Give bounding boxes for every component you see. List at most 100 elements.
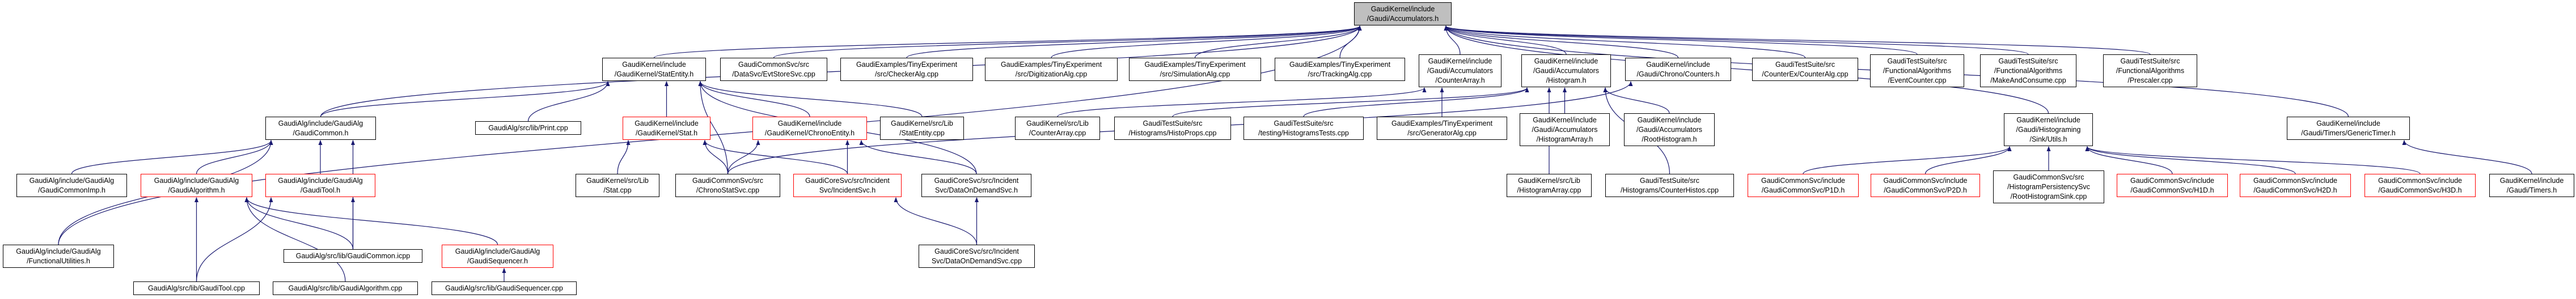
edge-chronostatsvc_cpp-to-chronoentity_h	[727, 140, 760, 174]
graph-node-histoprops_cpp[interactable]: GaudiTestSuite/src/Histograms/HistoProps…	[1114, 117, 1231, 140]
node-label-line: GaudiKernel/src/Lib	[1026, 119, 1089, 127]
node-label-line: /GaudiTool.h	[300, 186, 341, 194]
node-label-line: GaudiAlg/include/GaudiAlg	[29, 177, 115, 185]
node-label-line: /FunctionalAlgorithms	[1883, 67, 1952, 75]
graph-node-counterarray_h[interactable]: GaudiKernel/include/Gaudi/Accumulators/C…	[1419, 54, 1501, 87]
node-label-line: GaudiCommonSvc/include	[2378, 177, 2462, 185]
graph-node-counteralg_cpp[interactable]: GaudiTestSuite/src/CounterEx/CounterAlg.…	[1752, 58, 1858, 81]
graph-node-functionalutilities_h[interactable]: GaudiAlg/include/GaudiAlg/FunctionalUtil…	[3, 245, 114, 268]
graph-node-stat_h[interactable]: GaudiKernel/include/GaudiKernel/Stat.h	[623, 117, 710, 140]
graph-node-prescaler_cpp[interactable]: GaudiTestSuite/src/FunctionalAlgorithms/…	[2103, 54, 2197, 87]
graph-node-p2d_h[interactable]: GaudiCommonSvc/include/GaudiCommonSvc/P2…	[1871, 174, 1980, 197]
graph-node-p1d_h[interactable]: GaudiCommonSvc/include/GaudiCommonSvc/P1…	[1748, 174, 1859, 197]
node-label-line: GaudiAlg/src/lib/Print.cpp	[488, 124, 568, 132]
node-label-line: GaudiKernel/include	[1533, 116, 1597, 124]
edge-p2d_h-to-sinkutils_h	[1924, 146, 2012, 174]
graph-node-gaudicommonimp_h[interactable]: GaudiAlg/include/GaudiAlg/GaudiCommonImp…	[16, 174, 127, 197]
graph-node-gaudialgorithm_h[interactable]: GaudiAlg/include/GaudiAlg/GaudiAlgorithm…	[141, 174, 252, 197]
graph-node-counterhistos_cpp[interactable]: GaudiTestSuite/src/Histograms/CounterHis…	[1605, 174, 1734, 197]
graph-node-gaudisequencer_cpp[interactable]: GaudiAlg/src/lib/GaudiSequencer.cpp	[432, 281, 577, 295]
node-label-line: /Gaudi/Timers.h	[2506, 186, 2557, 194]
node-label-line: /GaudiKernel/Stat.h	[635, 129, 698, 137]
graph-node-counterarray_cpp[interactable]: GaudiKernel/src/Lib/CounterArray.cpp	[1015, 117, 1100, 140]
graph-node-gaudicommon_h[interactable]: GaudiAlg/include/GaudiAlg/GaudiCommon.h	[265, 117, 376, 140]
node-label-line: GaudiExamples/TinyExperiment	[856, 61, 958, 69]
edge-evtstoresvc_cpp-to-accumulators_h	[773, 25, 1362, 58]
node-label-line: /MakeAndConsume.cpp	[1990, 76, 2066, 84]
graph-node-h1d_h[interactable]: GaudiCommonSvc/include/GaudiCommonSvc/H1…	[2117, 174, 2228, 197]
graph-node-h3d_h[interactable]: GaudiCommonSvc/include/GaudiCommonSvc/H3…	[2364, 174, 2476, 197]
graph-node-statentity_h[interactable]: GaudiKernel/include/GaudiKernel/StatEnti…	[602, 58, 706, 81]
graph-node-generatoralg_cpp[interactable]: GaudiExamples/TinyExperiment/src/Generat…	[1377, 117, 1507, 140]
node-label-line: GaudiExamples/TinyExperiment	[1144, 61, 1246, 69]
node-label-line: /HistogramPersistencySvc	[2007, 183, 2090, 191]
graph-node-digitizationalg_cpp[interactable]: GaudiExamples/TinyExperiment/src/Digitiz…	[985, 58, 1118, 81]
graph-node-roothistogram_h[interactable]: GaudiKernel/include/Gaudi/Accumulators/R…	[1624, 113, 1715, 146]
graph-node-gauditool_h[interactable]: GaudiAlg/include/GaudiAlg/GaudiTool.h	[265, 174, 375, 197]
graph-node-makeandconsume_cpp[interactable]: GaudiTestSuite/src/FunctionalAlgorithms/…	[1980, 54, 2076, 87]
node-label-line: Svc/IncidentSvc.h	[819, 186, 876, 194]
node-label-line: /RootHistogram.h	[1642, 135, 1697, 143]
node-label-line: Svc/DataOnDemandSvc.h	[935, 186, 1018, 194]
node-label-line: /StatEntity.cpp	[899, 129, 945, 137]
node-label-line: GaudiExamples/TinyExperiment	[1289, 61, 1391, 69]
graph-node-gaudisequencer_h[interactable]: GaudiAlg/include/GaudiAlg/GaudiSequencer…	[442, 245, 553, 268]
node-label-line: /GaudiCommonSvc/H1D.h	[2130, 186, 2214, 194]
node-label-line: /src/TrackingAlg.cpp	[1308, 70, 1372, 78]
node-label-line: /FunctionalAlgorithms	[2116, 67, 2185, 75]
graph-node-statentity_cpp[interactable]: GaudiKernel/src/Lib/StatEntity.cpp	[880, 117, 964, 140]
graph-node-eventcounter_cpp[interactable]: GaudiTestSuite/src/FunctionalAlgorithms/…	[1870, 54, 1964, 87]
edge-chronoentity_h-to-statentity_h	[698, 81, 810, 117]
edge-gaudisequencer_h-to-gaudialgorithm_h	[244, 197, 498, 245]
node-label-line: GaudiCommonSvc/include	[2253, 177, 2337, 185]
node-label-line: /src/DigitizationAlg.cpp	[1015, 70, 1088, 78]
graph-node-chronoentity_h[interactable]: GaudiKernel/include/GaudiKernel/ChronoEn…	[752, 117, 867, 140]
node-label-line: GaudiKernel/include	[1371, 5, 1435, 13]
graph-node-timers_h[interactable]: GaudiKernel/include/Gaudi/Timers.h	[2489, 174, 2574, 197]
edge-print_cpp-to-statentity_h	[527, 81, 610, 122]
node-label-line: /FunctionalAlgorithms	[1994, 67, 2063, 75]
graph-node-simulationalg_cpp[interactable]: GaudiExamples/TinyExperiment/src/Simulat…	[1129, 58, 1261, 81]
graph-node-print_cpp[interactable]: GaudiAlg/src/lib/Print.cpp	[475, 121, 581, 135]
edge-prescaler_cpp-to-accumulators_h	[1444, 25, 2151, 55]
graph-node-trackingalg_cpp[interactable]: GaudiExamples/TinyExperiment/src/Trackin…	[1275, 58, 1405, 81]
graph-node-sinkutils_h[interactable]: GaudiKernel/include/Gaudi/Histograming/S…	[2004, 113, 2093, 146]
node-label-line: GaudiKernel/include	[2499, 177, 2564, 185]
edge-dataondemandsvc_cpp-to-incidentsvc_h	[894, 197, 978, 245]
graph-node-gaudialgorithm_cpp[interactable]: GaudiAlg/src/lib/GaudiAlgorithm.cpp	[273, 281, 418, 295]
edge-counteralg_cpp-to-accumulators_h	[1444, 25, 1806, 58]
node-label-line: /ChronoStatSvc.cpp	[696, 186, 760, 194]
graph-node-roothistogramsink_cpp[interactable]: GaudiCommonSvc/src/HistogramPersistencyS…	[1993, 170, 2104, 203]
node-label-line: /CounterArray.h	[1435, 76, 1485, 84]
graph-node-generictimer_h[interactable]: GaudiKernel/include/Gaudi/Timers/Generic…	[2287, 117, 2410, 140]
graph-node-gauditool_cpp[interactable]: GaudiAlg/src/lib/GaudiTool.cpp	[133, 281, 260, 295]
graph-node-evtstoresvc_cpp[interactable]: GaudiCommonSvc/src/DataSvc/EvtStoreSvc.c…	[720, 58, 827, 81]
graph-node-histogramarray_h[interactable]: GaudiKernel/include/Gaudi/Accumulators/H…	[1520, 113, 1610, 146]
node-label-line: /HistogramArray.h	[1536, 135, 1593, 143]
node-label-line: GaudiTestSuite/src	[2120, 57, 2180, 65]
edge-statentity_h-to-accumulators_h	[653, 25, 1362, 58]
graph-node-h2d_h[interactable]: GaudiCommonSvc/include/GaudiCommonSvc/H2…	[2240, 174, 2351, 197]
graph-node-histogramarray_cpp[interactable]: GaudiKernel/src/Lib/HistogramArray.cpp	[1507, 174, 1592, 197]
node-label-line: /Histograms/HistoProps.cpp	[1128, 129, 1217, 137]
graph-node-chronocounters_h[interactable]: GaudiKernel/include/Gaudi/Chrono/Counter…	[1625, 58, 1731, 81]
graph-node-stat_cpp[interactable]: GaudiKernel/src/Lib/Stat.cpp	[576, 174, 659, 197]
node-label-line: GaudiAlg/include/GaudiAlg	[278, 119, 363, 127]
node-label-line: GaudiTestSuite/src	[1775, 61, 1835, 69]
node-label-line: GaudiCommonSvc/include	[1883, 177, 1968, 185]
edge-gaudialgorithm_cpp-to-gaudialgorithm_h	[244, 197, 346, 282]
edge-gaudialgorithm_h-to-gaudicommon_h	[196, 140, 273, 174]
node-label-line: GaudiCoreSvc/src/Incident	[934, 247, 1019, 255]
node-label-line: GaudiAlg/src/lib/GaudiTool.cpp	[148, 284, 245, 292]
node-label-line: /Gaudi/Accumulators	[1533, 67, 1600, 75]
graph-node-gaudicommon_icpp[interactable]: GaudiAlg/src/lib/GaudiCommon.icpp	[284, 249, 422, 263]
node-label-line: GaudiExamples/TinyExperiment	[1391, 119, 1493, 127]
graph-node-checkeralg_cpp[interactable]: GaudiExamples/TinyExperiment/src/Checker…	[840, 58, 973, 81]
graph-node-histogramstests_cpp[interactable]: GaudiTestSuite/src/testing/HistogramsTes…	[1243, 117, 1364, 140]
graph-node-chronostatsvc_cpp[interactable]: GaudiCommonSvc/src/ChronoStatSvc.cpp	[675, 174, 780, 197]
graph-node-histogram_h[interactable]: GaudiKernel/include/Gaudi/Accumulators/H…	[1521, 54, 1611, 87]
